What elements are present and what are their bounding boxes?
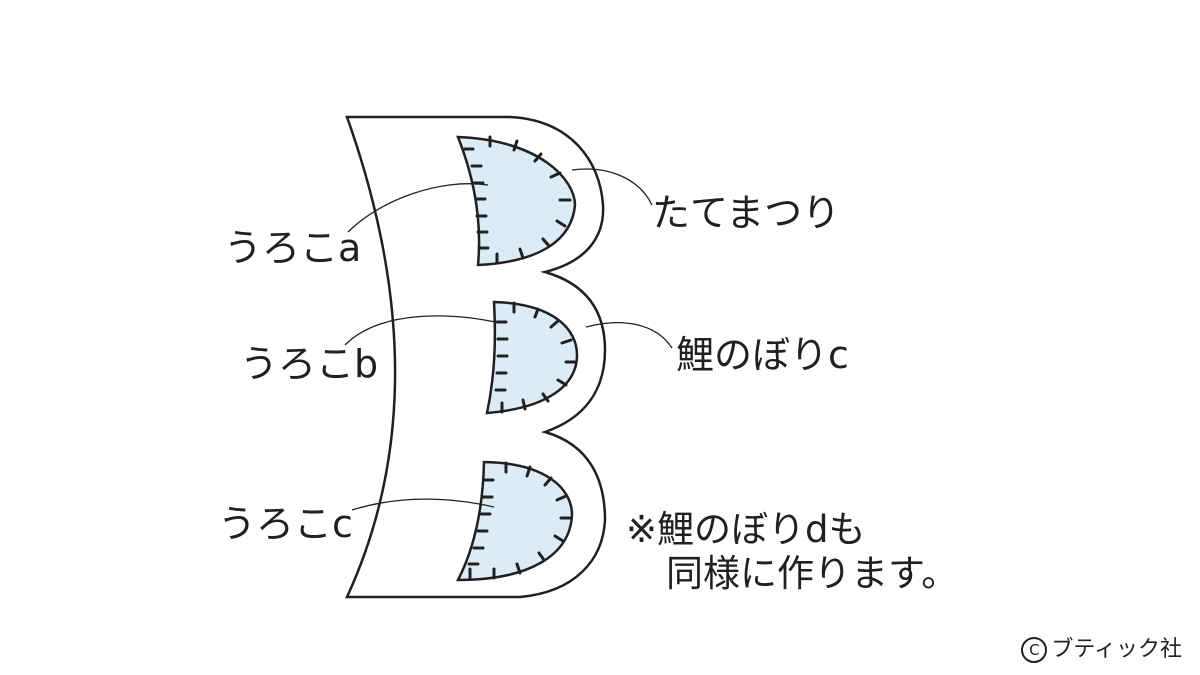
note-line-1: ※鯉のぼりdも <box>626 508 866 551</box>
scale-b-stitches <box>494 301 577 414</box>
label-koinobori-c: 鯉のぼりc <box>676 333 849 377</box>
label-scale-a: うろこa <box>224 226 362 270</box>
note-text: ※鯉のぼりdも 同様に作ります。 <box>626 508 958 595</box>
leader-line-scale-a <box>347 183 489 233</box>
credit-text: ブティック社 <box>1051 637 1182 662</box>
note-line-2: 同様に作ります。 <box>666 551 959 595</box>
leader-line-koinobori-c <box>585 322 673 349</box>
label-stitch: たてまつり <box>652 191 841 235</box>
scale-a-stitches <box>463 135 572 265</box>
label-scale-c: うろこc <box>218 502 353 546</box>
leader-line-scale-c <box>351 498 495 511</box>
scale-c-patch <box>455 460 574 582</box>
leader-line-stitch <box>571 168 653 206</box>
copyright-icon: C <box>1021 637 1048 663</box>
leader-line-scale-b <box>344 315 501 346</box>
label-scale-b: うろこb <box>240 342 379 386</box>
scale-c-stitches <box>467 461 572 580</box>
